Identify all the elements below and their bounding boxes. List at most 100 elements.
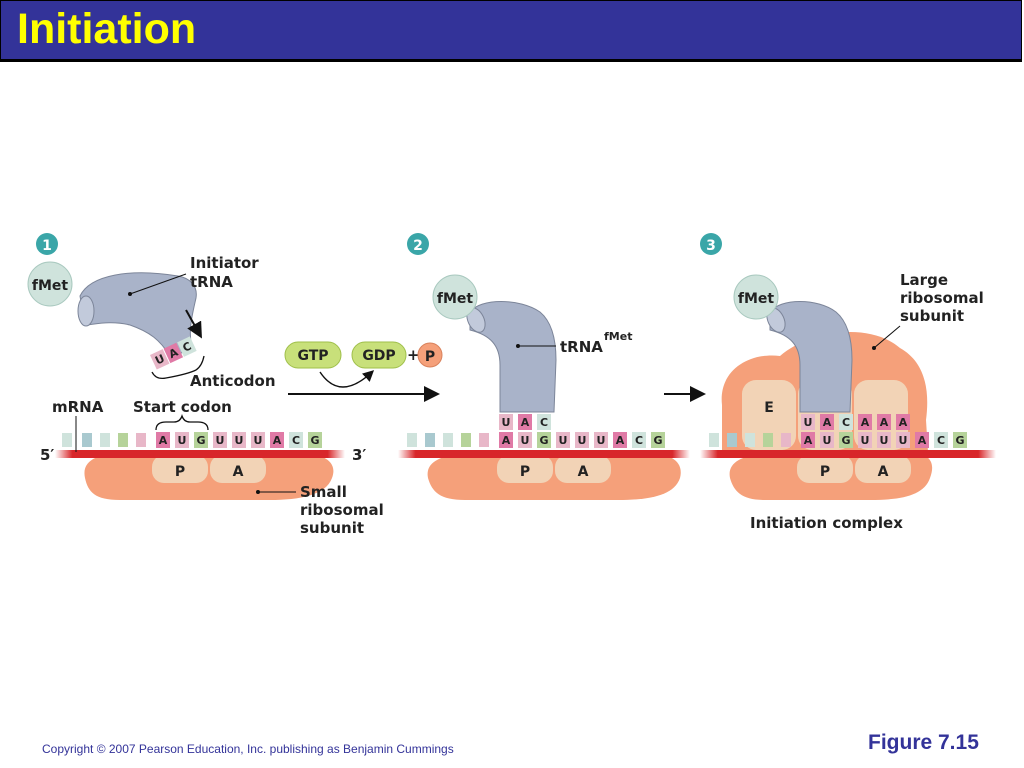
figure-label: Figure 7.15 bbox=[868, 731, 979, 754]
mrna-base-tile bbox=[839, 432, 853, 448]
svg-text:Start codon: Start codon bbox=[133, 398, 232, 416]
mrna-base-tile bbox=[232, 432, 246, 448]
svg-text:1: 1 bbox=[42, 238, 52, 254]
copyright-notice: Copyright © 2007 Pearson Education, Inc.… bbox=[42, 742, 454, 756]
trna-base-tile bbox=[896, 414, 910, 430]
trna-base-letter: U bbox=[804, 416, 813, 429]
mrna-base-tile bbox=[518, 432, 532, 448]
trna-base-tile bbox=[858, 414, 872, 430]
mrna-base-tile bbox=[632, 432, 646, 448]
mrna-base-tile bbox=[556, 432, 570, 448]
svg-text:P: P bbox=[425, 349, 435, 365]
slide-title: Initiation bbox=[17, 5, 197, 53]
svg-text:GDP: GDP bbox=[362, 348, 395, 364]
mrna-base-letter: U bbox=[216, 434, 225, 447]
mrna-base-letter: U bbox=[559, 434, 568, 447]
svg-text:A: A bbox=[878, 464, 889, 480]
mrna-base-tile bbox=[575, 432, 589, 448]
anticodon-base-letter: C bbox=[540, 416, 548, 429]
svg-text:fMet: fMet bbox=[437, 291, 474, 307]
trna-fmet-shape bbox=[469, 301, 557, 413]
svg-text:fMet: fMet bbox=[32, 278, 69, 294]
a-site-shape bbox=[210, 455, 266, 483]
mrna-base-tile bbox=[651, 432, 665, 448]
mrna-left-tail bbox=[62, 433, 146, 447]
mrna-strand-3 bbox=[700, 450, 996, 458]
svg-text:subunit: subunit bbox=[900, 307, 964, 325]
mrna-base-letter: A bbox=[273, 434, 282, 447]
mrna-base-tile bbox=[858, 432, 872, 448]
mrna-base-letter: A bbox=[502, 434, 511, 447]
svg-text:A: A bbox=[578, 464, 589, 480]
trna-base-letter: A bbox=[823, 416, 832, 429]
mrna-base-letter: G bbox=[841, 434, 850, 447]
mrna-base-letter: U bbox=[178, 434, 187, 447]
mrna-base-letter: C bbox=[635, 434, 643, 447]
fmet-molecule: fMet bbox=[27, 261, 73, 307]
anticodon-base-tile bbox=[537, 414, 551, 430]
gdp-molecule: GDP bbox=[351, 341, 407, 369]
svg-text:fMet: fMet bbox=[738, 291, 775, 307]
mrna-base-letter: A bbox=[918, 434, 927, 447]
mrna-base-tile bbox=[194, 432, 208, 448]
trna-base-letter: C bbox=[842, 416, 850, 429]
mrna-base-tile bbox=[270, 432, 284, 448]
svg-text:fMet: fMet bbox=[604, 330, 632, 343]
gtp-hydrolysis: GTP GDP + P bbox=[284, 341, 443, 402]
phosphate-molecule: P bbox=[417, 342, 443, 368]
mrna-base-letter: A bbox=[616, 434, 625, 447]
mrna-base-letter: C bbox=[937, 434, 945, 447]
svg-text:Small: Small bbox=[300, 483, 347, 501]
mrna-base-letter: U bbox=[861, 434, 870, 447]
svg-text:subunit: subunit bbox=[300, 519, 364, 537]
mrna-base-tile bbox=[934, 432, 948, 448]
svg-text:3′: 3′ bbox=[352, 446, 366, 464]
svg-text:E: E bbox=[764, 400, 774, 416]
svg-text:Anticodon: Anticodon bbox=[190, 372, 276, 390]
trna-base-letter: A bbox=[899, 416, 908, 429]
svg-text:GTP: GTP bbox=[297, 348, 328, 364]
fmet-molecule-3: fMet bbox=[733, 274, 779, 320]
small-ribosomal-subunit-shape-2 bbox=[427, 452, 681, 500]
trna-base-letter: A bbox=[880, 416, 889, 429]
mrna-base-tile bbox=[308, 432, 322, 448]
trna-base-tile bbox=[820, 414, 834, 430]
anticodon-base-tile bbox=[177, 336, 197, 357]
step-1-badge: 1 bbox=[36, 233, 58, 255]
fmet-molecule-2: fMet bbox=[432, 274, 478, 320]
svg-text:ribosomal: ribosomal bbox=[300, 501, 384, 519]
small-ribosomal-subunit-shape bbox=[84, 451, 334, 500]
mrna-base-letter: G bbox=[653, 434, 662, 447]
svg-text:Initiation complex: Initiation complex bbox=[750, 514, 903, 532]
svg-text:ribosomal: ribosomal bbox=[900, 289, 984, 307]
mrna-base-letter: A bbox=[159, 434, 168, 447]
svg-text:tRNA: tRNA bbox=[560, 338, 603, 356]
trna-base-tile bbox=[801, 414, 815, 430]
mrna-base-tile bbox=[156, 432, 170, 448]
svg-text:+: + bbox=[407, 346, 420, 364]
mrna-base-letter: A bbox=[804, 434, 813, 447]
mrna-strand bbox=[55, 450, 345, 458]
mrna-base-tile bbox=[877, 432, 891, 448]
mrna-base-tile bbox=[613, 432, 627, 448]
svg-text:5′: 5′ bbox=[40, 446, 54, 464]
mrna-base-tile bbox=[896, 432, 910, 448]
mrna-base-letter: G bbox=[310, 434, 319, 447]
mrna-base-tile bbox=[820, 432, 834, 448]
mrna-base-letter: U bbox=[254, 434, 263, 447]
anticodon-base-tile bbox=[150, 349, 170, 370]
anticodon-base-letter: A bbox=[521, 416, 530, 429]
p-site-shape bbox=[152, 455, 208, 483]
svg-text:P: P bbox=[175, 464, 185, 480]
mrna-left-tail-3 bbox=[709, 433, 791, 447]
svg-text:Initiator: Initiator bbox=[190, 254, 259, 272]
mrna-base-letter: U bbox=[899, 434, 908, 447]
svg-text:mRNA: mRNA bbox=[52, 398, 104, 416]
anticodon-base-tile bbox=[163, 342, 184, 364]
